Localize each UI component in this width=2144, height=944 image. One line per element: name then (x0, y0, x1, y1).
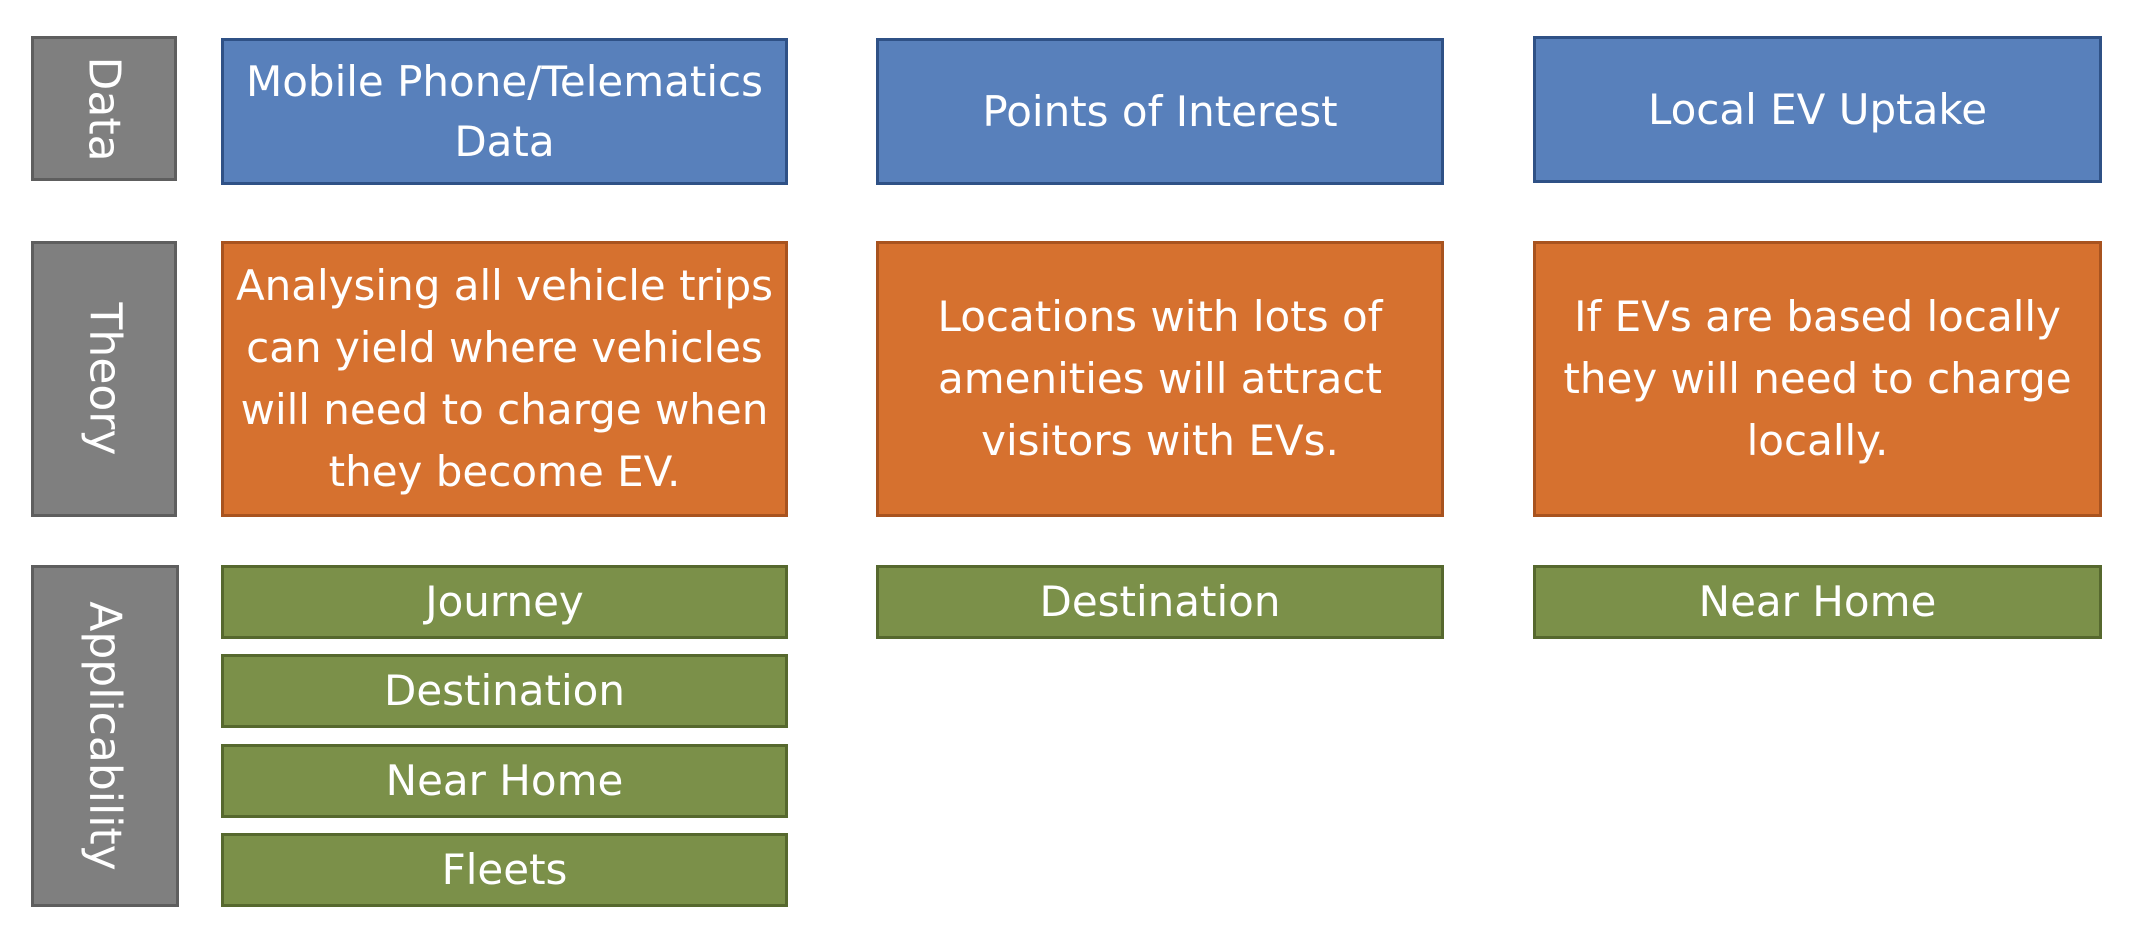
theory-box-local-evs-text: If EVs are based locally they will need … (1563, 292, 2072, 465)
row-label-applicability-text: Applicability (80, 601, 131, 871)
applicability-fleets: Fleets (221, 833, 788, 907)
applicability-fleets-text: Fleets (441, 845, 568, 894)
applicability-journey-text: Journey (425, 577, 584, 626)
theory-box-amenities-text: Locations with lots of amenities will at… (937, 292, 1383, 465)
theory-box-local-evs: If EVs are based locally they will need … (1533, 241, 2102, 517)
theory-box-vehicle-trips-text: Analysing all vehicle trips can yield wh… (235, 261, 774, 496)
data-box-local-ev-uptake-text: Local EV Uptake (1647, 84, 1988, 134)
data-box-mobile-telematics: Mobile Phone/Telematics Data (221, 38, 788, 185)
theory-box-vehicle-trips: Analysing all vehicle trips can yield wh… (221, 241, 788, 517)
data-box-local-ev-uptake: Local EV Uptake (1533, 36, 2102, 183)
applicability-near-home-text: Near Home (385, 756, 624, 805)
applicability-near-home-text: Near Home (1698, 577, 1937, 626)
applicability-destination-text: Destination (1039, 577, 1281, 626)
applicability-destination-text: Destination (383, 666, 625, 715)
row-label-theory: Theory (31, 241, 177, 517)
applicability-destination: Destination (876, 565, 1444, 639)
applicability-destination: Destination (221, 654, 788, 728)
row-label-theory-text: Theory (79, 302, 131, 456)
row-label-data-text: Data (79, 55, 130, 162)
data-box-points-of-interest: Points of Interest (876, 38, 1444, 185)
theory-box-amenities: Locations with lots of amenities will at… (876, 241, 1444, 517)
applicability-journey: Journey (221, 565, 788, 639)
row-label-applicability: Applicability (31, 565, 179, 907)
applicability-near-home: Near Home (221, 744, 788, 818)
applicability-near-home: Near Home (1533, 565, 2102, 639)
data-box-points-of-interest-text: Points of Interest (982, 86, 1338, 136)
row-label-data: Data (31, 36, 177, 181)
data-box-mobile-telematics-text: Mobile Phone/Telematics Data (245, 56, 763, 166)
